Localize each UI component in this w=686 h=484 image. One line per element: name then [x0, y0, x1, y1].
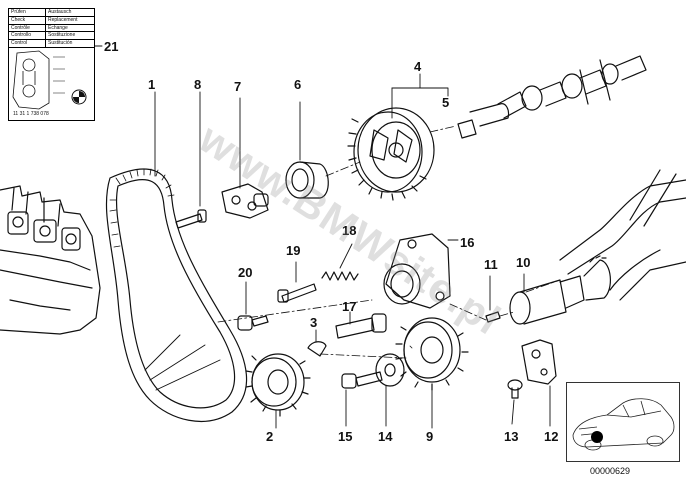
- card-row-3-replace: Echange: [45, 24, 94, 33]
- spring: [321, 271, 359, 281]
- callout-10: 10: [516, 255, 531, 270]
- callout-6: 6: [294, 77, 302, 92]
- washer: [375, 353, 405, 387]
- tensioner-bracket: [221, 183, 269, 219]
- seal-ring: [285, 161, 329, 199]
- camshaft-sprocket: [347, 107, 435, 201]
- card-row-3-check: Contrôle: [9, 24, 46, 33]
- card-row-2-check: Check: [9, 16, 46, 25]
- woodruff-key: [307, 341, 327, 357]
- callout-12: 12: [544, 429, 559, 444]
- bolt-17: [335, 313, 387, 339]
- intermediate-sprocket: [395, 317, 469, 391]
- callout-3: 3: [310, 315, 318, 330]
- intermediate-shaft: [509, 255, 611, 325]
- callout-7: 7: [234, 79, 242, 94]
- callout-5: 5: [442, 95, 450, 110]
- location-marker: [591, 431, 603, 443]
- diagram-part-code: 00000629: [590, 466, 631, 476]
- card-row-4-check: Controllo: [9, 31, 46, 41]
- car-location-inset: [566, 382, 680, 462]
- camshaft: [457, 55, 647, 139]
- callout-9: 9: [426, 429, 434, 444]
- callout-2: 2: [266, 429, 274, 444]
- card-row-2-replace: Replacement: [45, 16, 94, 25]
- callout-19: 19: [286, 243, 301, 258]
- callout-18: 18: [342, 223, 357, 238]
- crankshaft: [559, 169, 686, 301]
- bolt-15: [341, 371, 383, 389]
- callout-8: 8: [194, 77, 202, 92]
- callout-15: 15: [338, 429, 353, 444]
- bolt-8: [175, 209, 207, 229]
- retaining-plate: [521, 339, 557, 385]
- card-row-1-replace: Austausch: [45, 9, 94, 17]
- card-row-5-check: Control: [9, 39, 46, 48]
- callout-17: 17: [342, 299, 357, 314]
- bolt-19: [277, 283, 317, 303]
- card-row-1-check: Prüfen: [9, 9, 46, 17]
- callout-21: 21: [104, 39, 119, 54]
- bolt-20: [237, 315, 269, 331]
- crankshaft-sprocket: [245, 353, 311, 417]
- callout-20: 20: [238, 265, 253, 280]
- card-row-5-replace: Sustitución: [45, 39, 94, 48]
- toothed-belt: [105, 168, 248, 422]
- callout-14: 14: [378, 429, 393, 444]
- pin: [485, 311, 501, 323]
- card-engine-sketch: [12, 50, 87, 110]
- assembly-axis-lines: [217, 125, 561, 359]
- callout-13: 13: [504, 429, 519, 444]
- card-part-number: 11 31 1 738 078: [13, 111, 49, 118]
- engine-block-outline: [0, 185, 101, 335]
- callout-11: 11: [484, 257, 498, 272]
- bmw-roundel-icon: [71, 89, 87, 105]
- car-outline-sketch: [572, 398, 675, 451]
- leader-lines: [93, 45, 551, 429]
- screw-13: [507, 379, 523, 399]
- card-row-4-replace: Sostituzione: [45, 31, 94, 41]
- callout-1: 1: [148, 77, 156, 92]
- tensioner-pulley-housing: [383, 233, 451, 309]
- callout-16: 16: [460, 235, 475, 250]
- callout-4: 4: [414, 59, 422, 74]
